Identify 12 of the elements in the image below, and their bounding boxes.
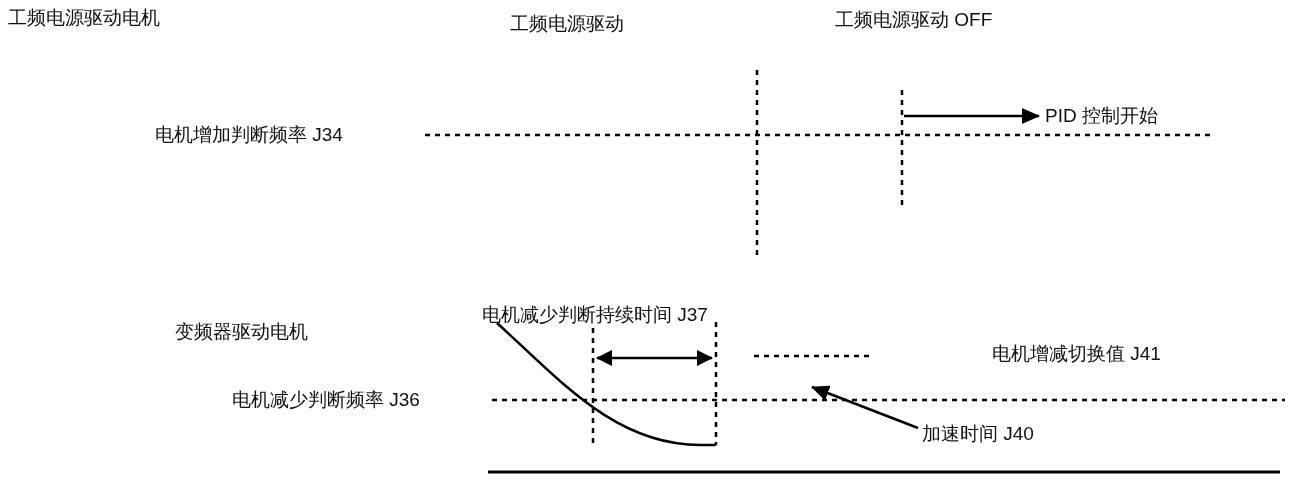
phase-label: 工频电源驱动 <box>510 12 624 36</box>
threshold-label: 电机减少判断频率 J36 <box>232 388 420 412</box>
threshold-label: 电机增减切换值 J41 <box>992 342 1161 366</box>
duration-label: 电机减少判断持续时间 J37 <box>482 303 708 327</box>
heading-label: 工频电源驱动电机 <box>8 6 160 30</box>
annotation-text: 加速时间 J40 <box>922 422 1034 446</box>
annotation-text: PID 控制开始 <box>1045 104 1158 128</box>
arrow <box>904 108 1040 124</box>
arrow <box>811 385 919 430</box>
phase-label: 工频电源驱动 OFF <box>835 8 993 32</box>
threshold-label: 电机增加判断频率 J34 <box>155 123 343 147</box>
heading-label: 变频器驱动电机 <box>175 320 308 344</box>
